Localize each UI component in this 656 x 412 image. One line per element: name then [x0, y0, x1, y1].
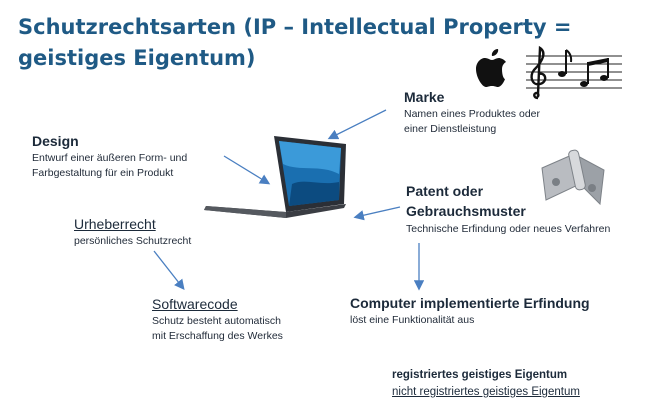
- node-design: Design Entwurf einer äußeren Form- und F…: [32, 133, 187, 181]
- node-marke: Marke Namen eines Produktes oder einer D…: [404, 89, 540, 137]
- marke-description: Namen eines Produktes oder einer Dienstl…: [404, 108, 540, 135]
- arrow-marke-to-laptop: [327, 109, 387, 140]
- legend: registriertes geistiges Eigentum nicht r…: [392, 367, 580, 401]
- marke-title: Marke: [404, 89, 445, 105]
- computer-invention-title: Computer implementierte Erfindung: [350, 295, 590, 311]
- apple-logo-icon: [466, 40, 522, 96]
- arrow-urheberrecht-to-softwarecode: [153, 250, 185, 291]
- patent-description: Technische Erfindung oder neues Verfahre…: [406, 223, 611, 235]
- arrow-design-to-laptop: [223, 155, 271, 185]
- softwarecode-description: Schutz besteht automatisch mit Erschaffu…: [152, 315, 283, 342]
- node-patent: Patent oder Gebrauchsmuster Technische E…: [406, 181, 610, 237]
- legend-registered: registriertes geistiges Eigentum: [392, 369, 568, 381]
- urheberrecht-title: Urheberrecht: [74, 216, 156, 232]
- arrow-patent-to-laptop: [353, 206, 401, 221]
- slide-title: Schutzrechtsarten (IP – Intellectual Pro…: [18, 12, 578, 74]
- computer-invention-description: löst eine Funktionalität aus: [350, 314, 475, 326]
- node-urheberrecht: Urheberrecht persönliches Schutzrecht: [74, 216, 191, 249]
- urheberrecht-description: persönliches Schutzrecht: [74, 235, 192, 247]
- legend-unregistered: nicht registriertes geistiges Eigentum: [392, 386, 580, 398]
- design-title: Design: [32, 133, 79, 149]
- laptop-icon: [200, 134, 350, 226]
- node-computer-invention: Computer implementierte Erfindung löst e…: [350, 295, 590, 328]
- metal-hinge-icon: [534, 146, 614, 216]
- softwarecode-title: Softwarecode: [152, 296, 238, 312]
- title-line-1: Schutzrechtsarten (IP – Intellectual Pro…: [18, 15, 572, 39]
- node-softwarecode: Softwarecode Schutz besteht automatisch …: [152, 296, 283, 344]
- music-notes-icon: [526, 44, 622, 102]
- design-description: Entwurf einer äußeren Form- und Farbgest…: [32, 152, 188, 179]
- title-line-2: geistiges Eigentum): [18, 46, 256, 70]
- patent-title: Patent oder Gebrauchsmuster: [406, 183, 526, 219]
